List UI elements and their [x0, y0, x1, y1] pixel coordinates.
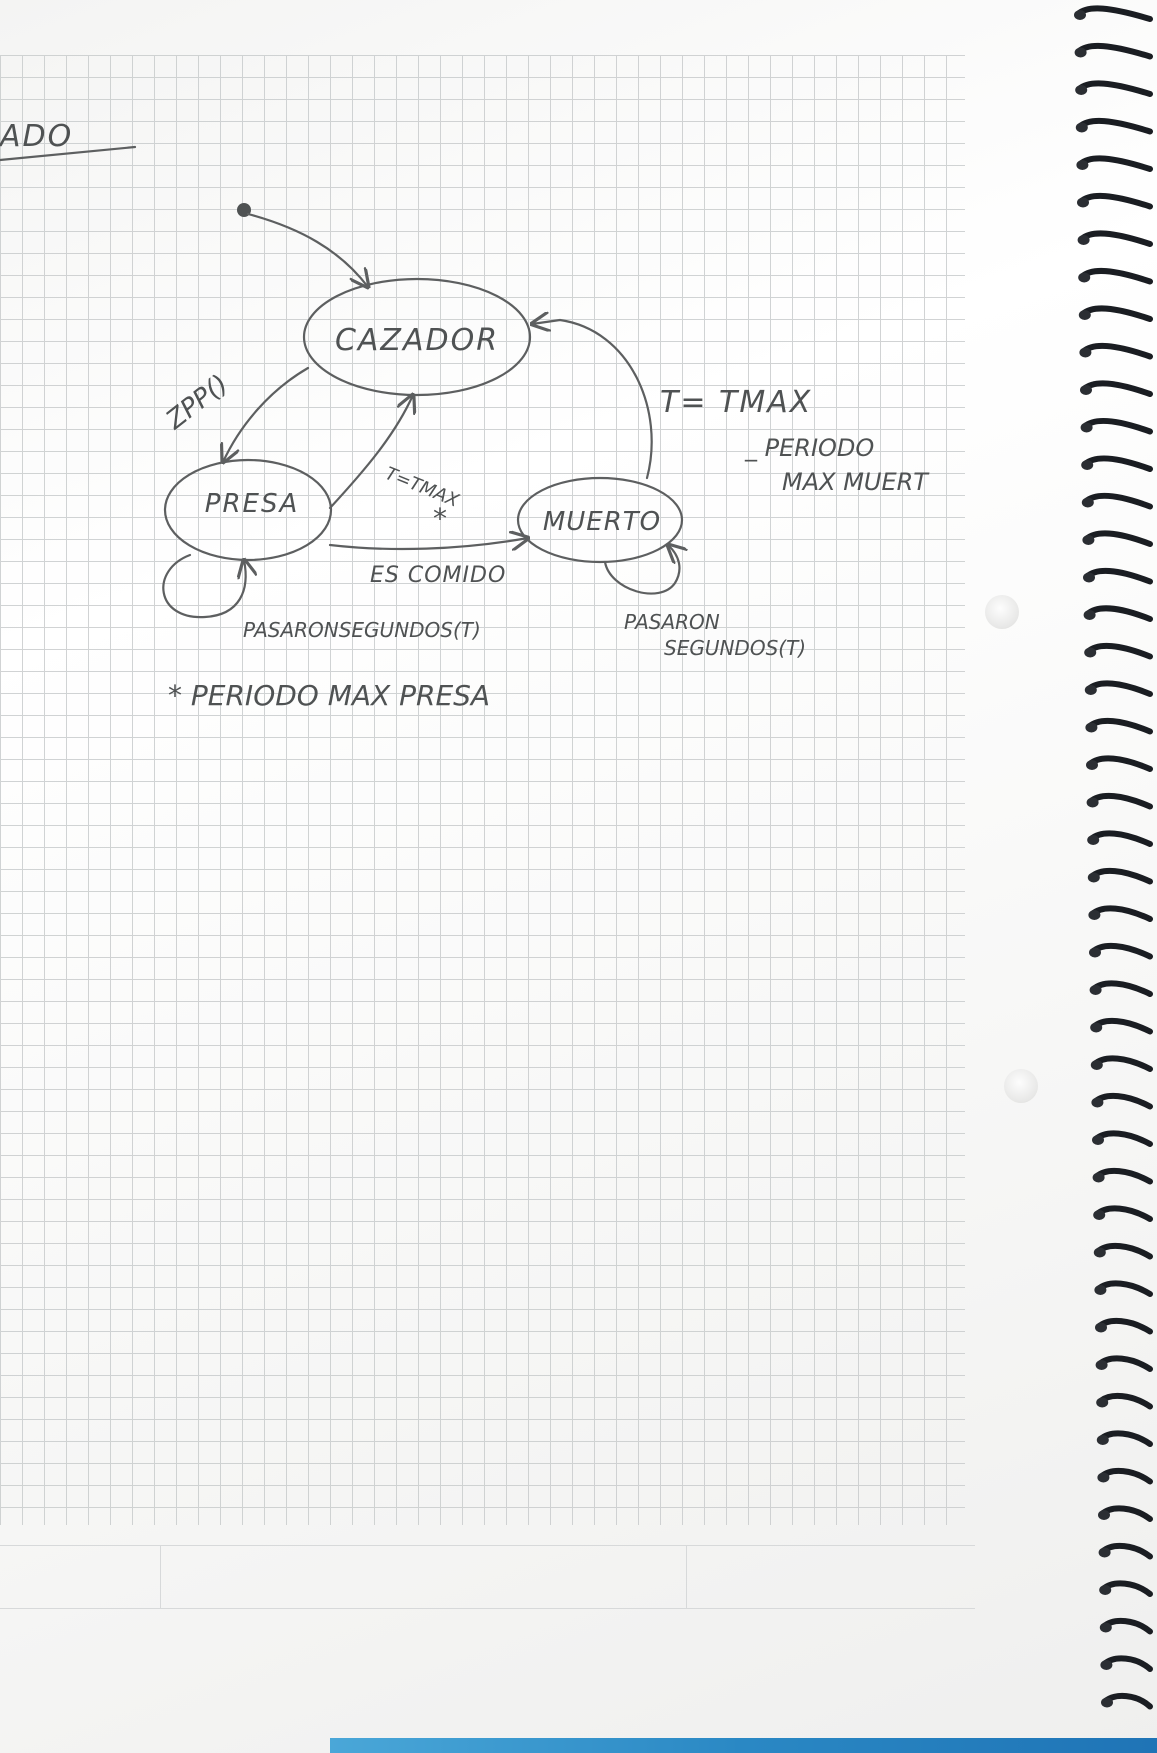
state-muerto-label: MUERTO: [543, 507, 661, 537]
transition-presa-to-muerto: [328, 538, 528, 549]
spiral-hole: [1086, 760, 1098, 770]
spiral-hole: [1097, 1472, 1110, 1483]
initial-transition-arrow: [246, 212, 368, 287]
spiral-hole: [1098, 1510, 1110, 1520]
state-cazador-outline: [302, 277, 532, 397]
transition-muerto-to-cazador-label: T= TMAX: [660, 385, 812, 420]
spiral-hole: [1080, 422, 1093, 433]
transition-cazador-to-presa: [223, 366, 310, 462]
spiral-hole: [1080, 385, 1092, 395]
spiral-hole: [1087, 835, 1100, 845]
transition-presa-self-label: PASARONSEGUNDOS(T): [243, 618, 481, 642]
footer-divider: [686, 1546, 687, 1608]
transition-cazador-to-presa-label: ZPP(): [160, 369, 234, 436]
spiral-hole: [1096, 1397, 1109, 1408]
spiral-hole: [1079, 347, 1092, 358]
transition-muerto-self-loop: [603, 545, 679, 595]
spiral-hole: [1077, 235, 1090, 245]
spiral-hole: [1078, 310, 1091, 320]
spiral-hole: [1093, 1247, 1106, 1258]
note-periodo-muerto-line1: _ PERIODO: [744, 434, 874, 462]
spiral-hole: [1075, 85, 1088, 95]
spiral-hole: [1074, 10, 1086, 20]
spiral-hole: [1083, 610, 1096, 620]
spiral-hole: [1082, 535, 1095, 545]
spiral-hole: [1088, 910, 1101, 920]
state-presa: PRESA: [163, 458, 333, 562]
spiral-hole: [1081, 460, 1094, 470]
spiral-hole: [1089, 947, 1101, 958]
punch-hole-top: [985, 595, 1019, 629]
state-muerto: MUERTO: [516, 476, 684, 564]
spiral-hole: [1093, 1210, 1106, 1220]
transition-presa-to-muerto-label: ES COMIDO: [370, 563, 506, 588]
punch-hole-bottom: [1004, 1069, 1038, 1103]
transition-muerto-self-label-line2: SEGUNDOS(T): [664, 636, 806, 660]
spiral-hole: [1099, 1585, 1112, 1595]
footnote-periodo-max-presa: * PERIODO MAX PRESA: [168, 679, 490, 712]
spiral-hole: [1084, 647, 1097, 658]
spiral-hole: [1085, 722, 1098, 733]
state-cazador: CAZADOR: [302, 277, 532, 397]
spiral-hole: [1100, 1660, 1113, 1670]
spiral-hole: [1089, 985, 1102, 995]
spiral-hole: [1092, 1172, 1105, 1183]
page-footer-boxes: [0, 1545, 975, 1609]
spiral-hole: [1078, 272, 1091, 283]
spiral-hole: [1090, 1060, 1103, 1070]
transition-muerto-to-cazador: [532, 320, 653, 480]
spiral-hole: [1081, 497, 1094, 508]
spiral-hole: [1074, 47, 1087, 58]
spiral-hole: [1092, 1135, 1104, 1145]
spiral-binding: [1074, 5, 1153, 1710]
header-underline: [0, 145, 137, 162]
header-fragment: ADO: [0, 119, 73, 154]
spiral-hole: [1099, 1622, 1112, 1633]
state-cazador-label: CAZADOR: [335, 323, 499, 358]
spiral-hole: [1083, 572, 1095, 583]
state-presa-label: PRESA: [205, 489, 299, 519]
state-muerto-outline: [516, 476, 684, 564]
spiral-hole: [1095, 1322, 1107, 1333]
spiral-hole: [1098, 1547, 1111, 1558]
spiral-hole: [1101, 1697, 1113, 1708]
transition-presa-to-cazador-label: T=TMAX: [382, 463, 462, 512]
transition-presa-self-loop: [162, 553, 245, 619]
grid-paper: [0, 55, 965, 1525]
spiral-hole: [1094, 1285, 1107, 1295]
spiral-hole: [1096, 1435, 1109, 1445]
spiral-hole: [1076, 160, 1089, 170]
spiral-hole: [1086, 797, 1099, 808]
spiral-hole: [1084, 685, 1097, 695]
footer-divider: [160, 1546, 161, 1608]
spiral-hole: [1091, 1097, 1104, 1108]
spiral-hole: [1077, 197, 1089, 208]
note-periodo-muerto-line2: MAX MUERT: [782, 468, 930, 496]
transition-presa-to-cazador: [328, 395, 413, 510]
spiral-hole: [1095, 1360, 1108, 1370]
transition-muerto-self-label-line1: PASARON: [624, 610, 720, 634]
transition-presa-to-cazador-marker: *: [433, 502, 447, 535]
spiral-hole: [1075, 122, 1088, 133]
spiral-hole: [1090, 1022, 1103, 1033]
spiral-hole: [1087, 872, 1100, 883]
blue-cover-edge: [330, 1738, 1157, 1753]
